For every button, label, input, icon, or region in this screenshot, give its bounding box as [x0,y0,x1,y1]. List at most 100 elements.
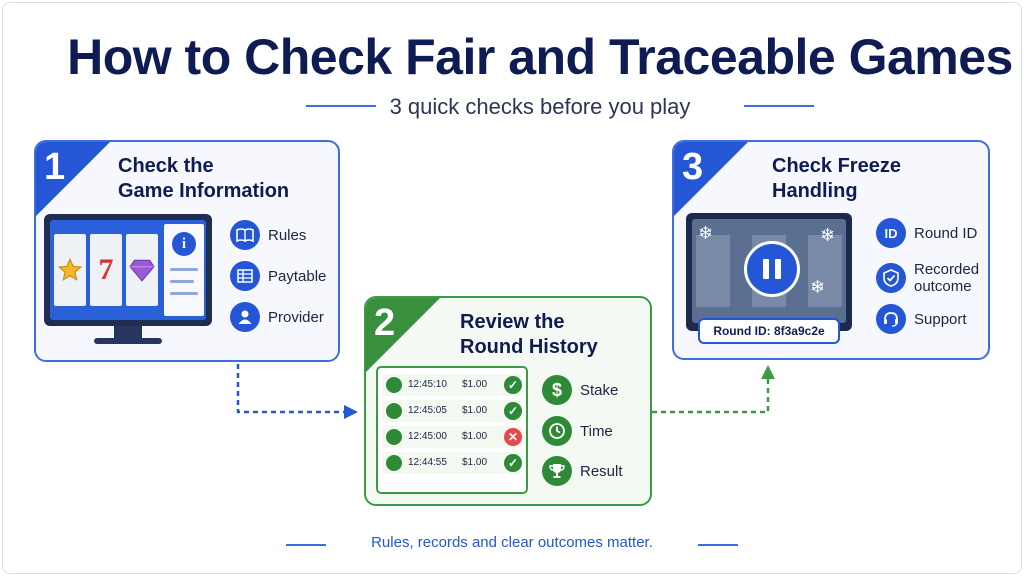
person-icon [230,302,260,332]
row-amount: $1.00 [462,431,488,442]
feature-round-id: ID Round ID [876,218,977,248]
feature-paytable: Paytable [230,261,326,291]
cross-icon: ✕ [504,428,522,446]
arrow-head-2 [344,405,358,419]
step-1-title-line1: Check the [118,155,214,177]
snowflake-icon: ❄ [820,225,836,245]
feature-label-line2: outcome [914,278,972,295]
monitor-stand [114,326,142,340]
reel-3 [126,234,158,306]
info-panel: i [164,224,204,316]
arrow-head-3 [761,365,775,379]
round-id-badge: Round ID: 8f3a9c2e [698,318,840,344]
check-icon: ✓ [504,454,522,472]
table-icon [230,261,260,291]
table-row: 12:45:10 $1.00 ✓ [382,374,522,396]
step-1-title-line2: Game Information [118,180,290,202]
feature-label: Time [580,422,613,440]
row-amount: $1.00 [462,457,488,468]
feature-support: Support [876,304,967,334]
headset-icon [876,304,906,334]
table-row: 12:44:55 $1.00 ✓ [382,452,522,474]
book-icon [230,220,260,250]
pause-icon [744,241,800,297]
snowflake-icon: ❄ [810,277,826,297]
footer-text: Rules, records and clear outcomes matter… [371,534,653,551]
clock-icon [386,377,402,393]
info-line [170,268,198,271]
row-time: 12:44:55 [408,457,447,468]
subtitle-rule-right [744,105,814,107]
shield-check-icon [876,263,906,293]
seven-icon: 7 [98,253,114,286]
footer-rule-right [698,544,738,546]
step-2-title-line1: Review the [460,311,565,333]
snowflake-icon: ❄ [698,223,714,243]
dollar-icon: $ [542,375,572,405]
feature-label-line1: Recorded [914,261,980,278]
step-2-corner [366,298,440,372]
feature-label: Support [914,310,967,328]
subtitle: 3 quick checks before you play [389,94,691,119]
slot-screen: 7 i [50,220,206,320]
feature-label: Result [580,462,623,480]
subtitle-row: 3 quick checks before you play [0,92,1024,122]
feature-time: Time [542,416,613,446]
table-row: 12:45:05 $1.00 ✓ [382,400,522,422]
step-2-title: Review the Round History [460,310,598,360]
step-1-corner [36,142,110,216]
feature-label: Round ID [914,224,978,242]
feature-recorded-outcome: Recorded outcome [876,261,979,295]
info-line [170,280,194,283]
feature-label: Recorded outcome [914,261,979,295]
row-time: 12:45:05 [408,405,447,416]
check-icon: ✓ [504,402,522,420]
info-line [170,292,198,295]
page-title: How to Check Fair and Traceable Games [67,29,1013,85]
reel-ghost [808,235,842,307]
id-icon: ID [876,218,906,248]
monitor-base [94,338,162,344]
step-3-corner [674,142,748,216]
feature-label: Paytable [268,267,327,285]
feature-label: Rules [268,226,307,244]
reel-1 [54,234,86,306]
row-time: 12:45:10 [408,379,447,390]
check-icon: ✓ [504,376,522,394]
monitor-icon: 7 i [44,214,212,326]
clock-icon [386,403,402,419]
frozen-game-screen: ❄ ❄ ❄ [686,213,852,331]
subtitle-rule-left [306,105,376,107]
frozen-reels: ❄ ❄ ❄ [692,219,846,323]
reel-ghost [696,235,730,307]
feature-stake: $ Stake [542,375,618,405]
row-time: 12:45:00 [408,431,447,442]
step-2-number: 2 [374,302,396,344]
clock-icon [386,455,402,471]
step-2-title-line2: Round History [460,336,598,358]
star-icon [57,257,83,281]
feature-result: Result [542,456,623,486]
table-row: 12:45:00 $1.00 ✕ [382,426,522,448]
gem-icon [129,259,155,282]
step-3-title-line1: Check Freeze [772,155,901,177]
footer-rule-left [286,544,326,546]
clock-icon [386,429,402,445]
clock-icon [542,416,572,446]
row-amount: $1.00 [462,405,488,416]
arrow-1-to-2 [236,364,348,414]
row-amount: $1.00 [462,379,488,390]
feature-rules: Rules [230,220,306,250]
feature-label: Provider [268,308,324,326]
info-icon: i [172,232,196,256]
feature-label: Stake [580,381,619,399]
trophy-icon [542,456,572,486]
feature-provider: Provider [230,302,324,332]
arrow-2-to-3 [652,376,770,414]
reel-2: 7 [90,234,122,306]
step-3-title-line2: Handling [772,180,858,202]
step-1-title: Check the Game Information [118,154,289,204]
step-3-title: Check Freeze Handling [772,154,901,204]
